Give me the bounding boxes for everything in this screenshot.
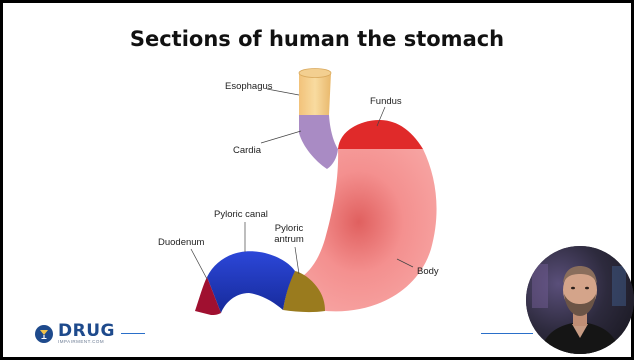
presenter-webcam (526, 246, 634, 354)
logo-glass-icon (35, 325, 53, 343)
label-cardia: Cardia (233, 145, 261, 156)
pyloric-canal-region (207, 251, 295, 313)
footer-line-left (121, 333, 145, 334)
logo-brand-text: DRUG (58, 323, 115, 340)
label-fundus: Fundus (370, 96, 402, 107)
esophagus-region (299, 73, 331, 115)
label-pyloric-antrum-line1: Pyloric (271, 223, 307, 234)
label-pyloric-antrum-line2: antrum (271, 234, 307, 245)
label-pyloric-antrum: Pyloric antrum (271, 223, 307, 245)
drug-impairment-logo: DRUG IMPAIRMENT.COM (35, 323, 115, 345)
cardia-region (299, 115, 338, 169)
stomach-fundus-region (338, 120, 423, 149)
label-esophagus: Esophagus (225, 81, 273, 92)
label-pyloric-canal: Pyloric canal (214, 209, 268, 220)
footer-line-right (481, 333, 533, 334)
label-body: Body (417, 266, 439, 277)
presenter-avatar-icon (526, 246, 634, 354)
label-duodenum: Duodenum (158, 237, 204, 248)
